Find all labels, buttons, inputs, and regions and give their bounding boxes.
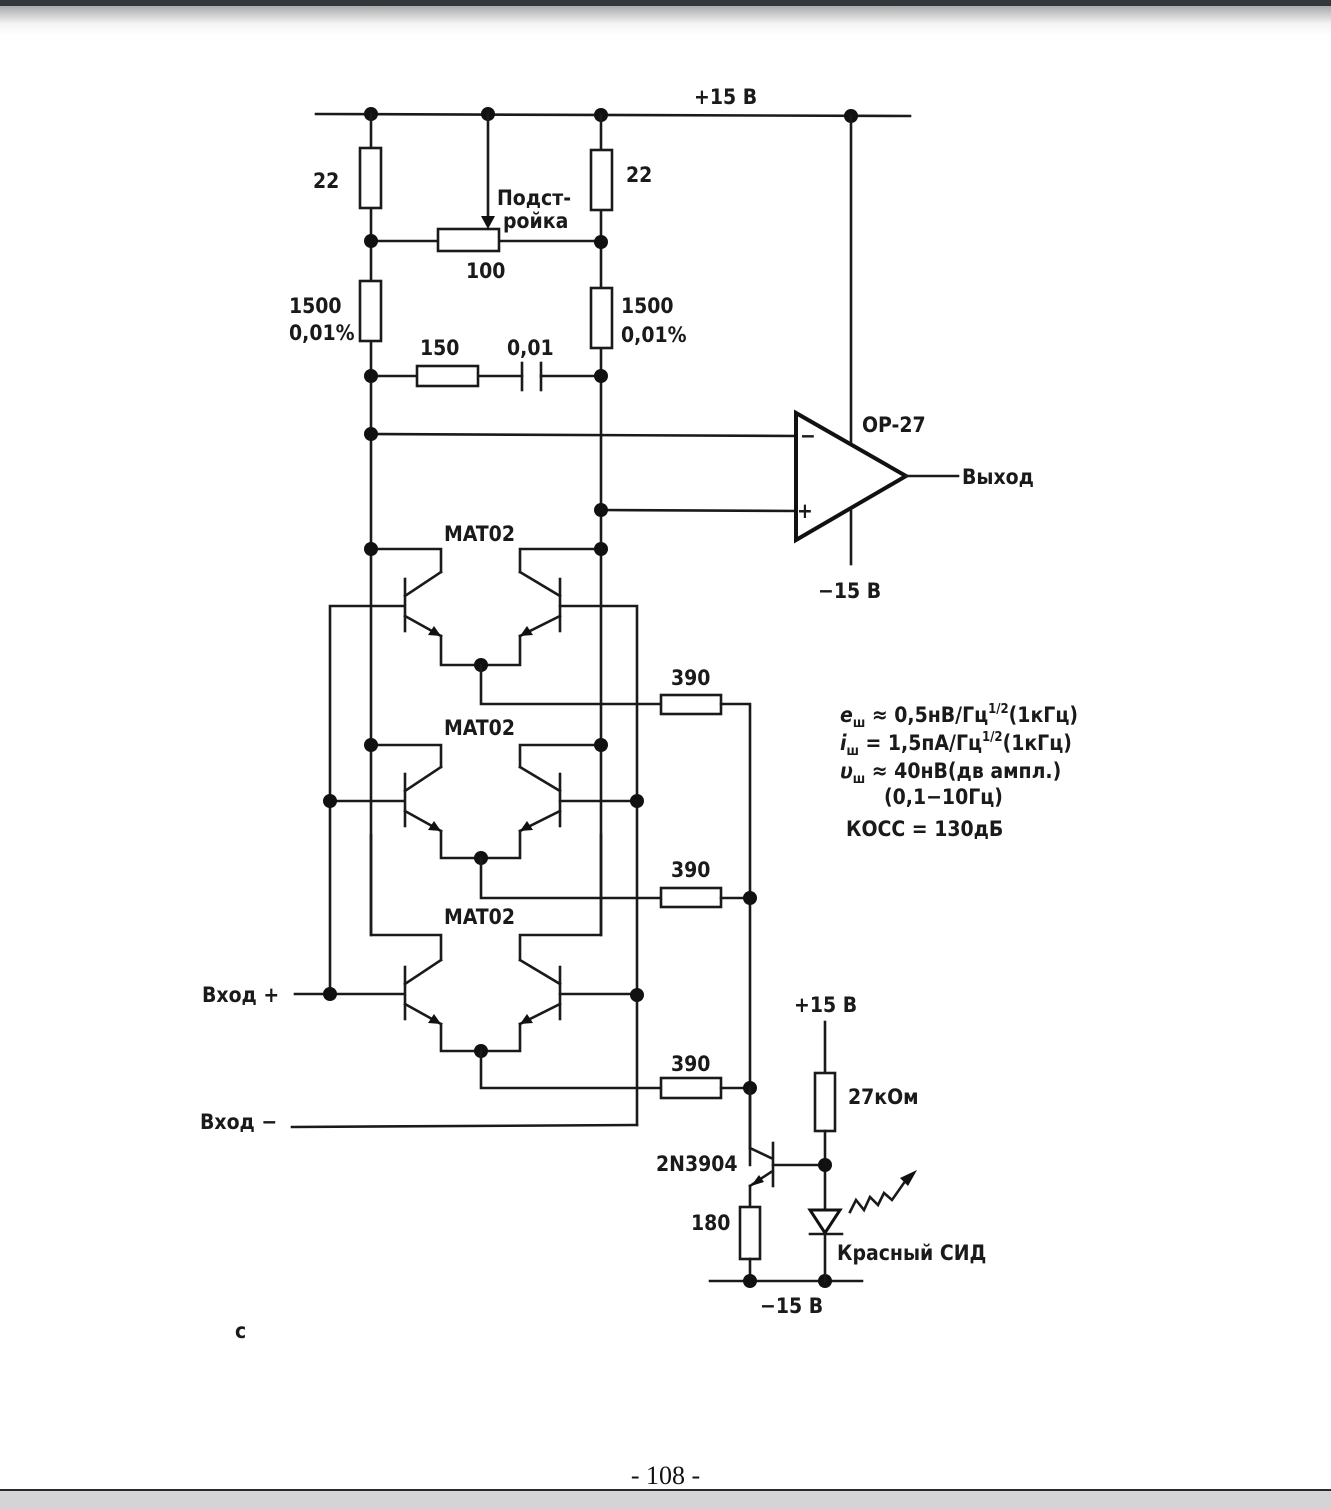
page-number: - 108 - — [630, 1461, 701, 1490]
opamp-name-label: OP-27 — [862, 413, 926, 437]
opamp-noninv-input-wire — [599, 508, 799, 513]
opamp-minus-sign: − — [800, 424, 816, 448]
led-label: Красный СИД — [837, 1241, 986, 1265]
viewer-top-bar — [0, 0, 1331, 6]
positive-rail — [314, 107, 912, 123]
pair-3-left-collector — [369, 833, 443, 962]
pair-1-right-collector — [518, 547, 603, 574]
wiper-arrow-icon — [481, 216, 495, 229]
pair-3-right-emitter-arrow-icon — [520, 1014, 533, 1024]
right-base-bus — [558, 604, 639, 1127]
r-load-left-value: 1500 — [289, 294, 342, 318]
document-page — [0, 36, 1331, 1488]
viewer-top-shadow — [0, 6, 1331, 36]
resistor-150 — [415, 364, 480, 388]
r-emitter-1-label: 390 — [671, 666, 710, 690]
r-emitter-2-label: 390 — [671, 858, 710, 882]
r-top-right-label: 22 — [626, 163, 652, 187]
r-top-left-label: 22 — [313, 169, 339, 193]
cs-supply-neg-label: −15 В — [760, 1294, 823, 1318]
opamp-plus-sign: + — [797, 499, 813, 523]
emitter-wire-3 — [479, 1049, 663, 1090]
resistor-390-2 — [659, 886, 723, 909]
resistor-22-right — [589, 148, 614, 212]
pair-2-left-emitter-arrow-icon — [428, 821, 441, 831]
input-minus-wire — [290, 1123, 639, 1129]
current-source-2n3904 — [708, 1020, 917, 1288]
noise-specs: eш ≈ 0,5нВ/Гц1/2(1кГц)iш = 1,5пА/Гц1/2(1… — [840, 702, 1078, 841]
r-sink-label: 180 — [691, 1211, 730, 1235]
r-load-right-value: 1500 — [621, 294, 674, 318]
input-plus-label: Вход + — [202, 983, 279, 1007]
emitter-wire-2 — [479, 856, 663, 900]
pair-1-left-collector — [369, 547, 443, 574]
cs-supply-pos-label: +15 В — [794, 993, 857, 1017]
r-led-label: 27кОм — [848, 1085, 919, 1109]
pair-1-junction-right — [594, 542, 608, 556]
light-emission-icon — [848, 1178, 908, 1214]
pair-1-left-collector-leg — [403, 570, 443, 598]
supply-top-label: +15 В — [694, 85, 757, 109]
mat02-pairs — [364, 542, 608, 1058]
viewer-bottom-bar — [0, 1489, 1331, 1509]
pair-2-left-collector-leg — [403, 765, 443, 793]
pair-1-left-emitter-arrow-icon — [428, 626, 441, 636]
pair-3-left-collector-leg — [403, 958, 443, 986]
resistor-22-left — [358, 146, 383, 210]
resistor-390-1 — [659, 693, 723, 716]
pair-3-right-collector-leg — [518, 958, 562, 986]
opamp-inv-input-wire — [369, 432, 799, 438]
led-diode-icon — [807, 1208, 843, 1236]
pair-3-left-emitter-arrow-icon — [428, 1014, 441, 1024]
spec-line: eш ≈ 0,5нВ/Гц1/2(1кГц) — [840, 702, 1078, 731]
spec-line: υш ≈ 40нВ(дв ампл.) — [840, 759, 1061, 787]
pair-1-junction-left — [364, 542, 378, 556]
pair-2-junction-right — [594, 738, 608, 752]
spec-line: (0,1−10Гц) — [884, 785, 1003, 809]
figure-label: с — [235, 1319, 246, 1343]
resistor-1500-left — [358, 279, 383, 343]
resistor-1500-right — [589, 286, 614, 350]
pair-2-right-emitter-arrow-icon — [520, 821, 533, 831]
emitter-wire-1 — [479, 663, 663, 706]
mat02-label-1: MAT02 — [444, 522, 515, 546]
trim-label-2: ройка — [503, 209, 568, 233]
resistor-390-3 — [659, 1076, 723, 1100]
mat02-label-3: MAT02 — [444, 905, 515, 929]
opamp-op27 — [794, 409, 911, 544]
pair-2-right-collector — [518, 743, 603, 769]
trim-potentiometer[interactable] — [436, 227, 501, 253]
pair-1-right-collector-leg — [518, 570, 562, 598]
spec-line: iш = 1,5пА/Гц1/2(1кГц) — [840, 730, 1072, 759]
r-load-left-tol: 0,01% — [289, 321, 355, 345]
opamp-neg-supply-label: −15 В — [818, 579, 881, 603]
opamp-output-label: Выход — [962, 465, 1034, 489]
transistor-2n3904-label: 2N3904 — [656, 1152, 738, 1176]
left-base-bus — [328, 604, 406, 996]
tail-bus — [719, 702, 752, 1167]
trim-label-1: Подст- — [497, 186, 571, 210]
pair-2-left-collector — [369, 743, 443, 769]
trim-value-label: 100 — [466, 259, 505, 283]
r-emitter-3-label: 390 — [671, 1052, 710, 1076]
input-minus-label: Вход − — [200, 1110, 277, 1134]
r-load-right-tol: 0,01% — [621, 323, 687, 347]
pair-2-junction-left — [364, 738, 378, 752]
spec-line: КОСС = 130дБ — [846, 817, 1003, 841]
c-comp-label: 0,01 — [507, 336, 554, 360]
mat02-label-2: MAT02 — [444, 716, 515, 740]
pair-2-right-collector-leg — [518, 765, 562, 793]
pair-1-right-emitter-arrow-icon — [520, 626, 533, 636]
r-comp-label: 150 — [420, 336, 459, 360]
pair-3-right-collector — [518, 833, 603, 962]
